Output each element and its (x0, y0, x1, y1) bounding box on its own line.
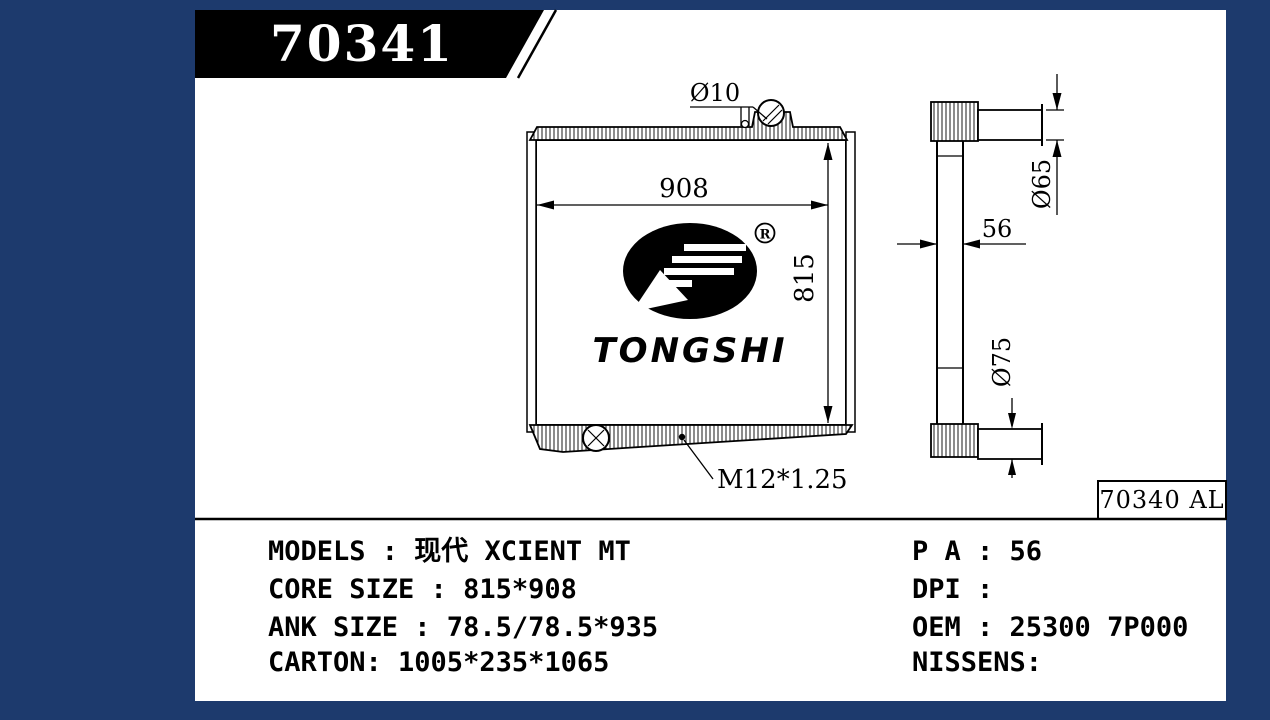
height-dimension-label: 815 (790, 253, 820, 303)
spec-table: MODELS : 现代 XCIENT MT CORE SIZE : 815*90… (268, 536, 1188, 678)
title-banner: 70341 (195, 9, 558, 79)
reference-number: 70340 AL (1099, 486, 1224, 514)
tongshi-logo: R TONGSHI (592, 222, 787, 371)
spec-models: MODELS : 现代 XCIENT MT (268, 536, 631, 567)
side-view (930, 101, 1043, 465)
spec-carton: CARTON: 1005*235*1065 (268, 647, 609, 678)
filler-cap-icon (757, 99, 785, 127)
outlet-pipe-label: Ø75 (988, 337, 1016, 387)
part-number: 70341 (270, 14, 454, 73)
side-dimensions: 56 Ø65 Ø75 (897, 74, 1064, 478)
spec-oem: OEM : 25300 7P000 (912, 612, 1188, 643)
banner-accent-line (516, 9, 558, 79)
bottom-tank (528, 424, 854, 453)
drain-thread-label: M12*1.25 (717, 465, 848, 495)
filler-hole (740, 119, 750, 129)
front-view (526, 99, 856, 453)
side-top-tank (930, 101, 979, 142)
side-bottom-tank (930, 423, 979, 458)
spec-tank-size: ANK SIZE : 78.5/78.5*935 (268, 612, 658, 643)
front-dimensions: 908 815 Ø10 M12*1.25 (537, 79, 848, 495)
depth-dimension-label: 56 (982, 215, 1013, 243)
spec-nissens: NISSENS: (912, 647, 1042, 678)
width-dimension-label: 908 (659, 174, 709, 204)
banner-shape (195, 10, 544, 78)
outlet-pipe (977, 428, 1043, 460)
registered-trademark-icon: R (754, 222, 776, 244)
brand-name: TONGSHI (592, 331, 787, 371)
inlet-pipe-label: Ø65 (1028, 159, 1056, 209)
right-side-channel (845, 131, 856, 433)
registered-r: R (760, 228, 771, 243)
side-profile (936, 139, 964, 426)
spec-pa: P A : 56 (912, 536, 1042, 567)
inlet-pipe (977, 109, 1043, 141)
drain-bolt (678, 433, 686, 441)
drain-plug-icon (582, 424, 610, 452)
spec-core-size: CORE SIZE : 815*908 (268, 574, 577, 605)
left-side-channel (526, 131, 537, 433)
logo-arrow-icon (632, 244, 746, 312)
spec-dpi: DPI : (912, 574, 993, 605)
reference-box: 70340 AL (1097, 480, 1227, 520)
filler-hole-label: Ø10 (690, 79, 740, 107)
